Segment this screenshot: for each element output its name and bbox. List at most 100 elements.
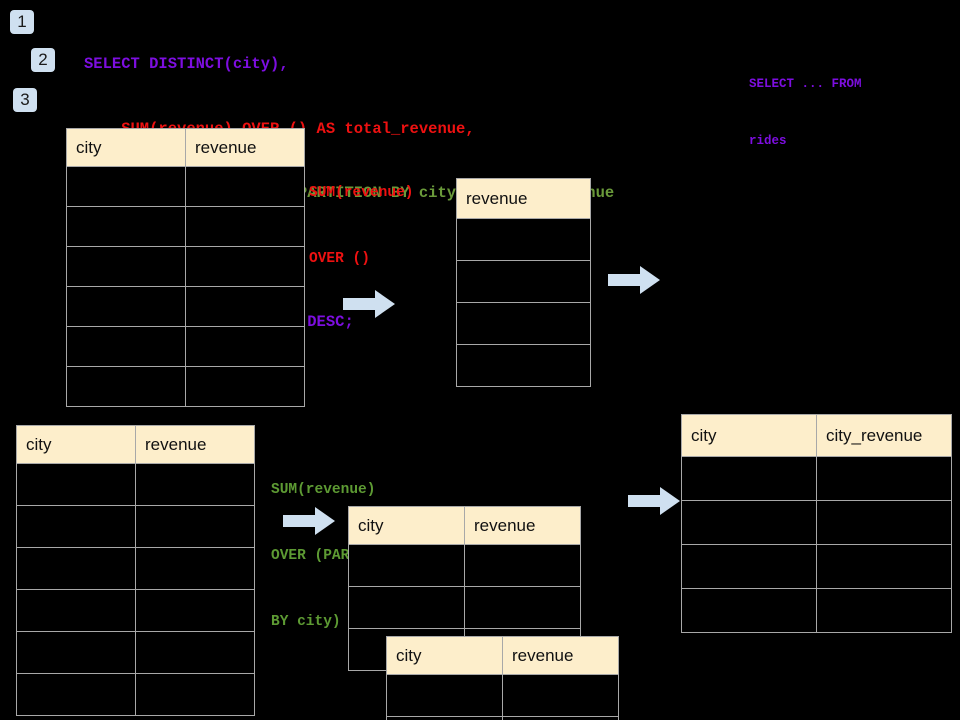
cell-city bbox=[16, 589, 136, 632]
column-header-city-revenue: city_revenue bbox=[816, 414, 952, 457]
table-row bbox=[456, 218, 591, 261]
table-rides-bottom: city revenue bbox=[16, 425, 255, 716]
cell-city-revenue bbox=[816, 500, 952, 545]
cell-revenue bbox=[502, 674, 619, 717]
table-body bbox=[16, 463, 255, 716]
table-row bbox=[348, 544, 581, 587]
step-badge-2: 2 bbox=[31, 48, 55, 72]
table-row bbox=[66, 166, 305, 207]
table-row bbox=[16, 589, 255, 632]
column-header-revenue: revenue bbox=[464, 506, 581, 545]
table-row bbox=[681, 588, 952, 633]
cell-revenue bbox=[456, 260, 591, 303]
table-row bbox=[16, 673, 255, 716]
cell-revenue bbox=[135, 673, 255, 716]
cell-city bbox=[386, 674, 503, 717]
cell-city-revenue bbox=[816, 588, 952, 633]
cell-city bbox=[386, 716, 503, 720]
sql-side-line-1: SELECT ... FROM bbox=[749, 77, 862, 91]
column-header-revenue: revenue bbox=[456, 178, 591, 219]
sql-side-snippet: SELECT ... FROM rides bbox=[749, 37, 862, 189]
table-header-row: city revenue bbox=[386, 636, 619, 675]
cell-city bbox=[681, 588, 817, 633]
table-row bbox=[66, 286, 305, 327]
column-header-city: city bbox=[348, 506, 465, 545]
cell-revenue bbox=[135, 463, 255, 506]
cell-revenue bbox=[456, 344, 591, 387]
cell-city bbox=[66, 246, 186, 287]
cell-city bbox=[16, 547, 136, 590]
column-header-revenue: revenue bbox=[185, 128, 305, 167]
table-total-revenue: revenue bbox=[456, 178, 591, 387]
step-badge-3: 3 bbox=[13, 88, 37, 112]
table-header-row: city revenue bbox=[66, 128, 305, 167]
table-row bbox=[681, 544, 952, 589]
table-body bbox=[681, 456, 952, 633]
arrow-top-first bbox=[343, 290, 395, 318]
table-row bbox=[16, 505, 255, 548]
table-body bbox=[456, 218, 591, 387]
cell-city bbox=[348, 586, 465, 629]
cell-city bbox=[16, 463, 136, 506]
table-row bbox=[16, 547, 255, 590]
arrow-bottom-first bbox=[283, 507, 335, 535]
table-row bbox=[456, 344, 591, 387]
cell-revenue bbox=[502, 716, 619, 720]
cell-city-revenue bbox=[816, 456, 952, 501]
table-body bbox=[66, 166, 305, 407]
column-header-city: city bbox=[681, 414, 817, 457]
cell-revenue bbox=[185, 366, 305, 407]
table-row bbox=[386, 674, 619, 717]
cell-revenue bbox=[135, 589, 255, 632]
sql-line-select: SELECT DISTINCT(city), bbox=[84, 55, 289, 73]
cell-city-revenue bbox=[816, 544, 952, 589]
cell-city bbox=[66, 206, 186, 247]
column-header-revenue: revenue bbox=[502, 636, 619, 675]
cell-revenue bbox=[185, 286, 305, 327]
step-badge-1: 1 bbox=[10, 10, 34, 34]
sql-side-line-2: rides bbox=[749, 134, 787, 148]
cell-city bbox=[66, 326, 186, 367]
table-header-row: revenue bbox=[456, 178, 591, 219]
table-header-row: city revenue bbox=[16, 425, 255, 464]
column-header-city: city bbox=[386, 636, 503, 675]
cell-revenue bbox=[464, 544, 581, 587]
annotation-total-revenue-line-1: SUM(revenue) bbox=[309, 185, 414, 201]
cell-city bbox=[16, 505, 136, 548]
cell-city bbox=[66, 366, 186, 407]
table-row bbox=[456, 302, 591, 345]
table-rides-top: city revenue bbox=[66, 128, 305, 407]
cell-city bbox=[681, 544, 817, 589]
table-body bbox=[386, 674, 619, 720]
table-row bbox=[66, 366, 305, 407]
cell-city bbox=[66, 166, 186, 207]
arrow-bottom-second bbox=[628, 487, 680, 515]
table-row bbox=[386, 716, 619, 720]
cell-revenue bbox=[185, 206, 305, 247]
annotation-total-revenue-line-2: OVER () bbox=[309, 251, 370, 267]
column-header-revenue: revenue bbox=[135, 425, 255, 464]
table-row bbox=[66, 326, 305, 367]
cell-city bbox=[681, 500, 817, 545]
table-row bbox=[66, 246, 305, 287]
cell-revenue bbox=[456, 302, 591, 345]
cell-city bbox=[66, 286, 186, 327]
table-partition-front: city revenue bbox=[386, 636, 619, 720]
cell-revenue bbox=[456, 218, 591, 261]
table-row bbox=[66, 206, 305, 247]
cell-revenue bbox=[185, 166, 305, 207]
table-row bbox=[348, 586, 581, 629]
table-row bbox=[681, 500, 952, 545]
annotation-total-revenue: SUM(revenue) OVER () bbox=[309, 138, 413, 314]
column-header-city: city bbox=[16, 425, 136, 464]
cell-city bbox=[16, 631, 136, 674]
cell-city bbox=[681, 456, 817, 501]
column-header-city: city bbox=[66, 128, 186, 167]
cell-revenue bbox=[135, 547, 255, 590]
cell-revenue bbox=[135, 631, 255, 674]
table-header-row: city revenue bbox=[348, 506, 581, 545]
cell-revenue bbox=[185, 326, 305, 367]
annotation-city-revenue-line-1: SUM(revenue) bbox=[271, 482, 376, 498]
table-row bbox=[16, 463, 255, 506]
